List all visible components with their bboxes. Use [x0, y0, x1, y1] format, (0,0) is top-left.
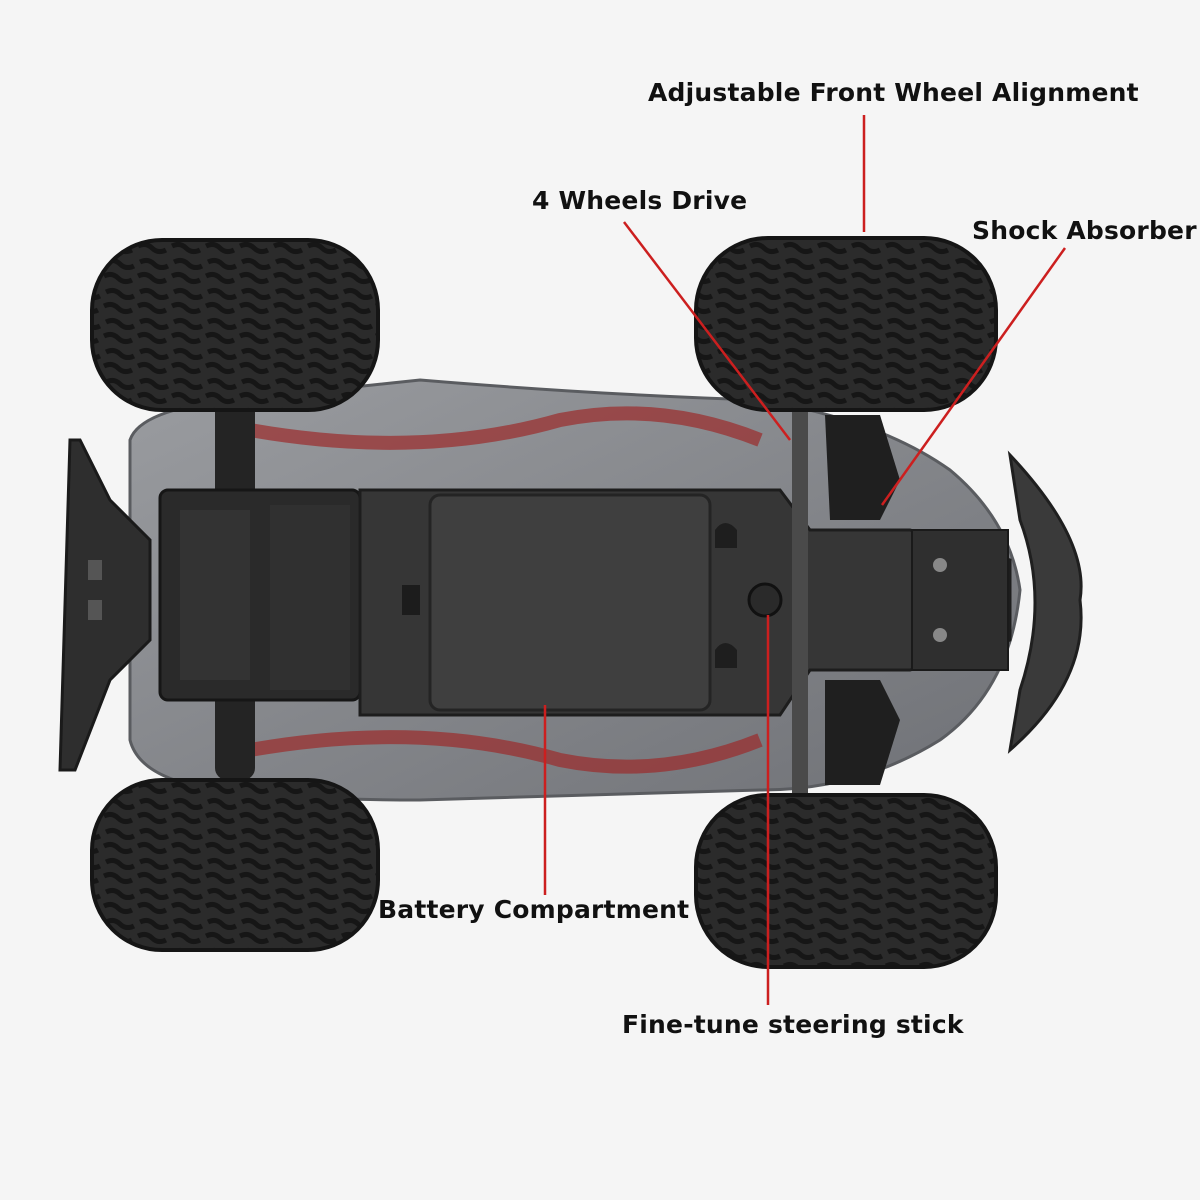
battery-compartment-lid	[428, 493, 712, 712]
callout-battery-compartment: Battery Compartment	[378, 895, 690, 924]
front-bumper	[1007, 450, 1083, 754]
leader-line-four-wheel-drive	[623, 221, 791, 441]
callout-shock-absorber: Shock Absorber	[972, 216, 1197, 245]
steering-stick	[747, 582, 783, 618]
front-suspension-top	[825, 415, 900, 520]
callout-four-wheel-drive: 4 Wheels Drive	[532, 186, 748, 215]
front-plate	[911, 529, 1009, 671]
body-stripe-top	[248, 406, 763, 450]
rear-left-wheel	[90, 238, 380, 412]
callout-front-wheel-alignment: Adjustable Front Wheel Alignment	[648, 78, 1139, 107]
front-left-wheel	[694, 236, 998, 412]
front-right-wheel	[694, 793, 998, 969]
body-stripe-bottom	[248, 730, 763, 774]
leader-line-shock-absorber	[880, 247, 1067, 506]
rear-bumper	[58, 438, 152, 772]
rear-right-wheel	[90, 778, 380, 952]
callout-steering-stick: Fine-tune steering stick	[622, 1010, 964, 1039]
front-suspension-bottom	[825, 680, 900, 785]
